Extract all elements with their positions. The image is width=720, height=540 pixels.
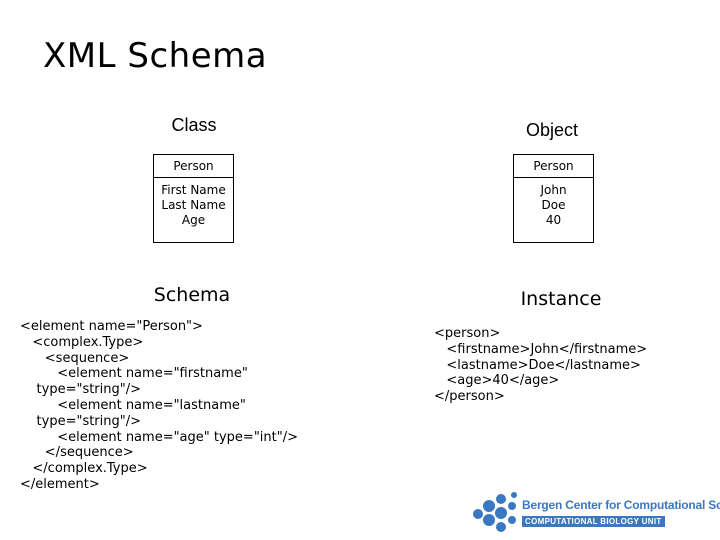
object-heading: Object (525, 120, 579, 140)
bccs-logo: Bergen Center for Computational Science … (470, 488, 720, 536)
slide-title: XML Schema (43, 36, 268, 76)
logo-name: Bergen Center for Computational Science (522, 498, 720, 512)
object-value: Doe (541, 198, 566, 212)
class-heading: Class (171, 115, 217, 135)
class-attribute: First Name (161, 183, 226, 197)
class-attribute: Last Name (161, 198, 226, 212)
class-attribute: Age (181, 213, 206, 227)
object-value: John (540, 183, 567, 197)
class-box: Person First Name Last Name Age (153, 154, 234, 243)
class-box-attributes: First Name Last Name Age (154, 178, 233, 242)
schema-code: <element name="Person"> <complex.Type> <… (20, 319, 299, 492)
object-box-header: Person (514, 155, 593, 178)
object-box: Person John Doe 40 (513, 154, 594, 243)
object-value: 40 (545, 213, 562, 227)
object-box-values: John Doe 40 (514, 178, 593, 242)
instance-heading: Instance (520, 288, 602, 310)
schema-heading: Schema (153, 284, 231, 306)
logo-subtitle: COMPUTATIONAL BIOLOGY UNIT (522, 516, 665, 527)
instance-code: <person> <firstname>John</firstname> <la… (434, 326, 648, 405)
class-box-header: Person (154, 155, 233, 178)
molecule-icon (473, 492, 517, 532)
